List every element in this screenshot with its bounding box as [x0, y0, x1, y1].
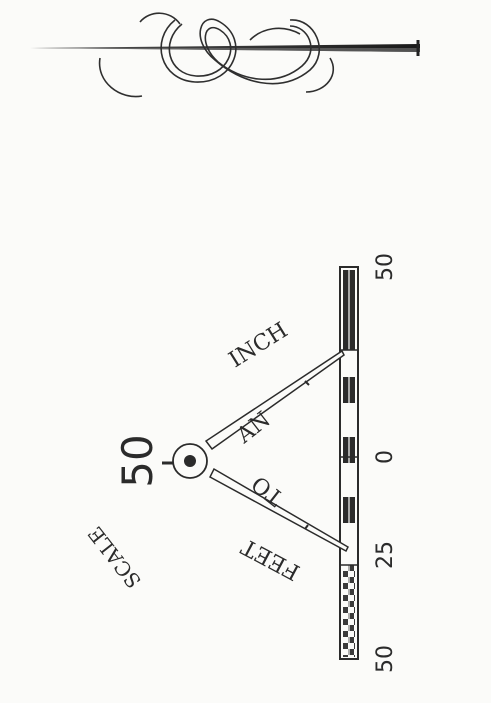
scale-group: 50 25 0 50 SCALE 50 FEET TO AN INCH [83, 253, 398, 673]
scale-word: SCALE [83, 522, 146, 593]
scale-number: 50 [113, 434, 162, 487]
scale-tick-label: 50 [373, 253, 398, 281]
scale-bar [339, 266, 359, 660]
ribbon-flourish-icon [98, 12, 335, 98]
scale-tick-label: 0 [373, 450, 398, 464]
caption-word: TO [247, 470, 288, 510]
dividers-icon [162, 349, 349, 553]
caption-word: INCH [225, 318, 292, 373]
scale-tick-label: 25 [373, 541, 398, 569]
scale-tick-label: 50 [373, 645, 398, 673]
caption-word: AN [232, 407, 276, 449]
north-arrow-icon [30, 40, 420, 56]
caption-word: FEET [237, 533, 304, 584]
